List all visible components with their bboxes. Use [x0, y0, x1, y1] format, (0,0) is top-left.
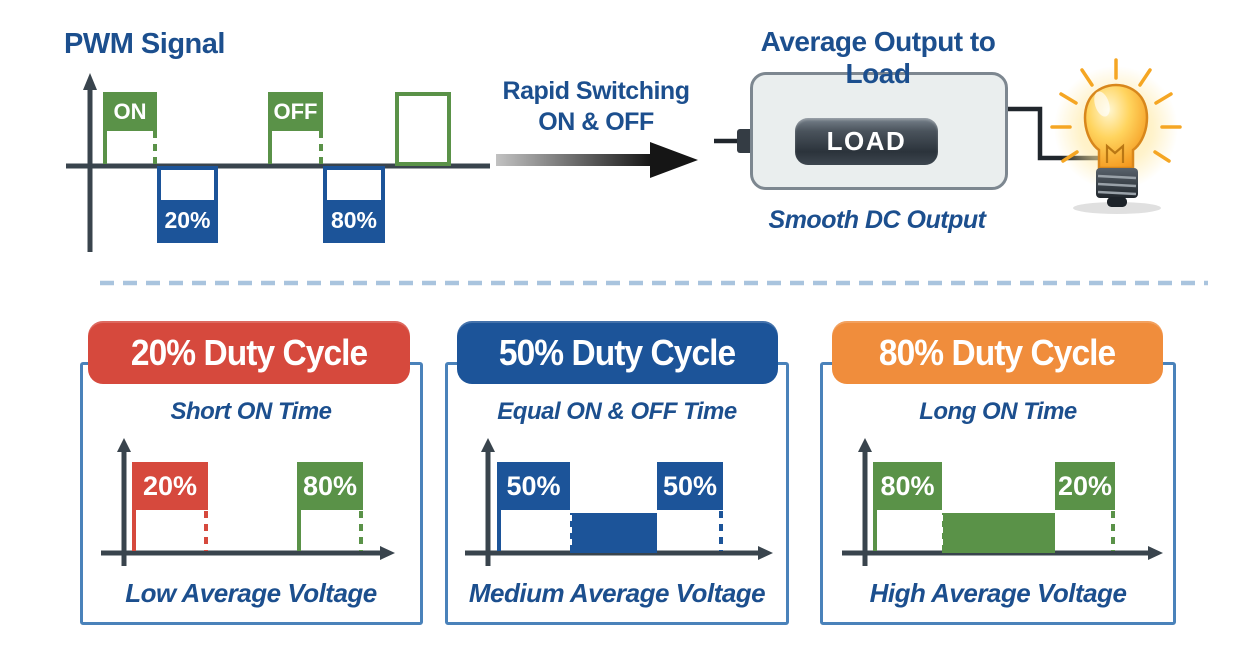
panel3-low-fill — [942, 513, 1055, 553]
panel-20-duty-header: 20% Duty Cycle — [88, 321, 410, 384]
panel1-pulse-edges — [132, 508, 363, 551]
panel-20-duty-header-label: 20% Duty Cycle — [130, 331, 368, 373]
panel-80-subtitle: Long ON Time — [919, 398, 1077, 425]
panel-50-pulse1-label: 50% — [506, 470, 561, 501]
panel-50-duty-header: 50% Duty Cycle — [457, 321, 778, 384]
pwm-pulse-off: OFF — [268, 92, 323, 131]
panel-50-duty-header-label: 50% Duty Cycle — [499, 331, 736, 373]
light-bulb-icon — [1050, 58, 1182, 214]
pwm-pulse-off-label: OFF — [273, 98, 318, 124]
pwm-signal-title: PWM Signal — [64, 28, 225, 60]
pwm-low-box-2-label: 80% — [326, 200, 382, 240]
pwm-pulse-unlabeled — [395, 92, 451, 166]
pwm-low-box-2: 80% — [323, 166, 385, 243]
panel-80-duty-header: 80% Duty Cycle — [832, 321, 1163, 384]
panel-80-pulse1-label: 80% — [880, 470, 935, 501]
panel-50-pulse2: 50% — [657, 462, 723, 510]
panel-80-caption: High Average Voltage — [869, 578, 1127, 608]
panel-80-pulse1: 80% — [873, 462, 942, 510]
panel3-pulse-edges — [873, 508, 1115, 551]
rapid-switching-line2: ON & OFF — [538, 108, 654, 136]
pwm-low-box-1: 20% — [157, 166, 218, 243]
panel1-axes — [101, 450, 380, 566]
panel-20-pulse1-label: 20% — [142, 470, 198, 501]
average-output-title: Average Output to Load — [760, 26, 996, 89]
panel-50-caption: Medium Average Voltage — [468, 578, 766, 608]
pwm-pulse-on-label: ON — [113, 98, 147, 124]
transition-arrow — [496, 142, 698, 178]
pwm-pulse-edges — [103, 129, 323, 164]
smooth-dc-caption: Smooth DC Output — [768, 206, 986, 234]
panel2-low-fill — [570, 513, 657, 553]
panel-20-caption: Low Average Voltage — [125, 578, 377, 608]
panel-50-pulse2-label: 50% — [662, 470, 718, 501]
pwm-pulse-on: ON — [103, 92, 157, 131]
panel2-pulse-edges — [497, 508, 723, 551]
pwm-low-box-1-label: 20% — [160, 200, 215, 240]
panel-80-pulse2: 20% — [1055, 462, 1115, 510]
panel-80-duty-header-label: 80% Duty Cycle — [879, 331, 1116, 373]
rapid-switching-text: Rapid Switching ON & OFF — [490, 76, 702, 138]
load-label: LOAD — [826, 126, 907, 156]
pwm-y-arrowhead — [83, 73, 97, 90]
load-component: LOAD — [795, 118, 938, 165]
panel-50-subtitle: Equal ON & OFF Time — [497, 398, 737, 425]
panel-50-pulse1: 50% — [497, 462, 570, 510]
panel-80-pulse2-label: 20% — [1057, 470, 1113, 501]
panel-20-subtitle: Short ON Time — [170, 398, 332, 425]
rapid-switching-line1: Rapid Switching — [502, 77, 690, 105]
panel-20-pulse2: 80% — [297, 462, 363, 510]
panel-20-pulse2-label: 80% — [302, 470, 358, 501]
panel-20-pulse1: 20% — [132, 462, 208, 510]
pwm-axes — [66, 86, 490, 252]
